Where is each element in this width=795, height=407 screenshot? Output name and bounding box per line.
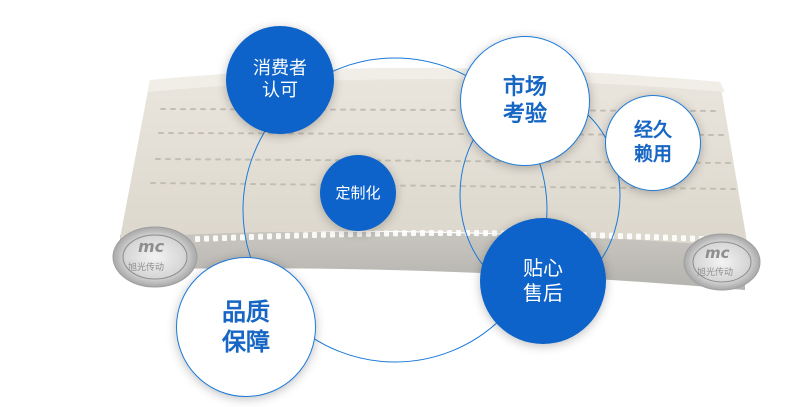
bubble-quality: 品质 保障 [176,257,316,397]
svg-text:mc: mc [705,244,730,262]
bubble-durable-label: 经久 赖用 [633,119,672,165]
bubble-market-label: 市场 考验 [502,74,547,128]
bubble-market-test: 市场 考验 [460,36,590,166]
svg-text:旭光传动: 旭光传动 [128,261,164,273]
svg-text:旭光传动: 旭光传动 [697,266,733,278]
bubble-quality-label: 品质 保障 [222,298,270,356]
bubble-after-sales-label: 贴心 售后 [523,256,563,305]
right-roller: mc 旭光传动 [683,233,761,291]
bubble-customization-label: 定制化 [335,183,381,202]
bubble-after-sales: 贴心 售后 [480,218,606,344]
bubble-consumer-recognition: 消费者 认可 [226,26,334,134]
svg-text:mc: mc [138,237,165,256]
left-roller: mc 旭光传动 [112,226,198,288]
bubble-consumer-label: 消费者 认可 [253,57,307,102]
bubble-durable: 经久 赖用 [605,95,701,191]
bubble-customization: 定制化 [320,155,396,231]
